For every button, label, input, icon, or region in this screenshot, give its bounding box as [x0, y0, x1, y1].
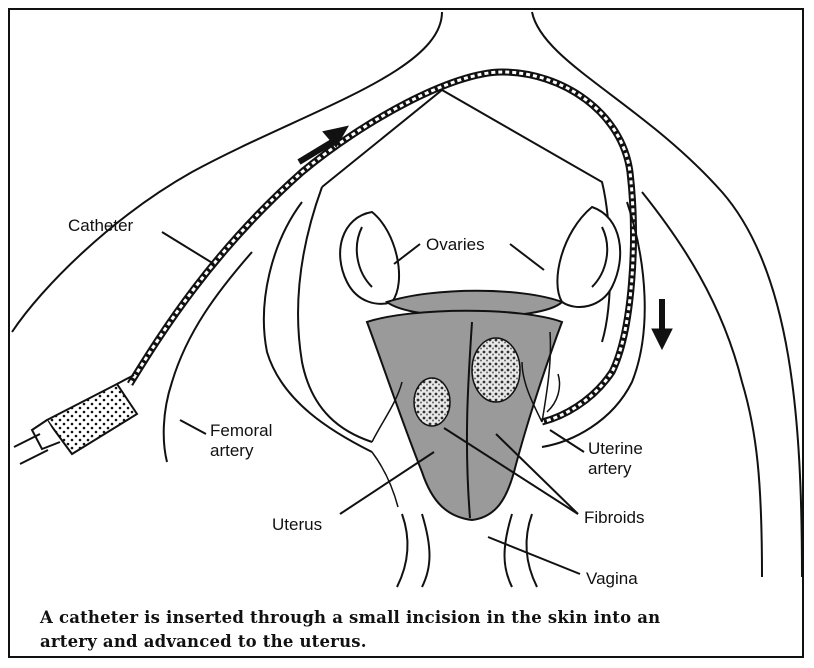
- label-fibroids: Fibroids: [584, 508, 644, 527]
- vagina: [397, 514, 537, 587]
- label-femoral-line1: Femoral: [210, 421, 272, 440]
- label-vagina: Vagina: [586, 569, 638, 588]
- syringe-icon: [14, 375, 137, 464]
- label-uterine-line1: Uterine: [588, 439, 643, 458]
- label-catheter: Catheter: [68, 216, 134, 235]
- arrow-down-icon: [652, 299, 672, 349]
- caption-line-2: artery and advanced to the uterus.: [40, 630, 804, 654]
- label-uterine-line2: artery: [588, 459, 632, 478]
- figure-frame: Catheter Ovaries Femoral artery Uterine …: [8, 8, 804, 658]
- label-femoral-line2: artery: [210, 441, 254, 460]
- label-uterus: Uterus: [272, 515, 322, 534]
- label-ovaries: Ovaries: [426, 235, 485, 254]
- body-outline: [12, 12, 802, 577]
- uterine-artery-embolization-diagram: Catheter Ovaries Femoral artery Uterine …: [10, 10, 804, 658]
- figure-caption: A catheter is inserted through a small i…: [40, 606, 804, 654]
- caption-line-1: A catheter is inserted through a small i…: [40, 606, 804, 630]
